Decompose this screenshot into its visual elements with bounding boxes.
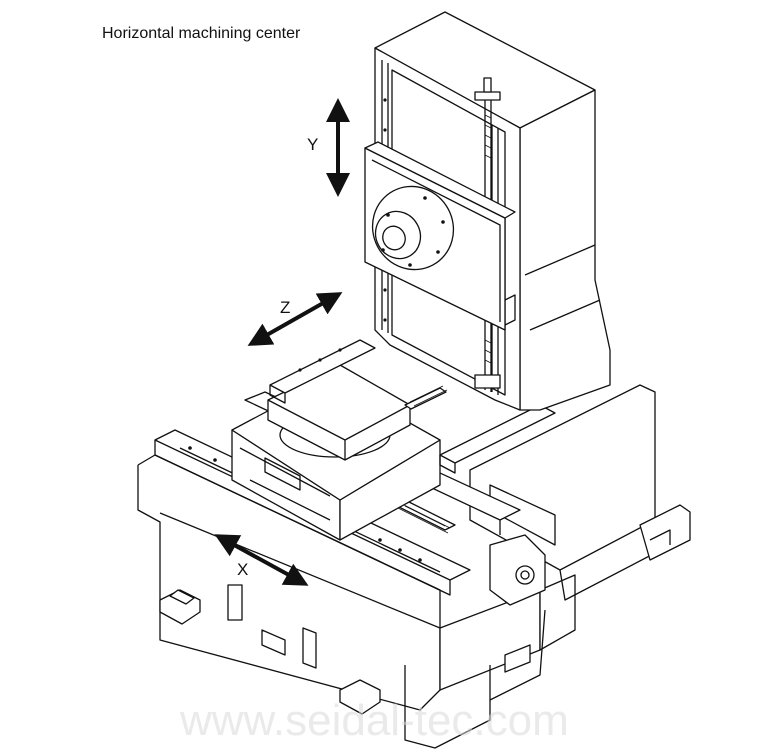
diagram-title: Horizontal machining center xyxy=(102,25,301,42)
y-axis-arrow: Y xyxy=(307,98,350,197)
watermark: www.seidal-tec.com xyxy=(179,696,569,745)
x-axis-arrow: X xyxy=(214,534,309,586)
rotary-table xyxy=(267,364,411,461)
z-axis-arrow: Z xyxy=(247,292,343,346)
x-axis-label: X xyxy=(237,560,248,579)
z-axis-label: Z xyxy=(280,298,290,317)
z-axis-rails xyxy=(269,339,556,474)
machine-base xyxy=(137,384,691,749)
y-axis-label: Y xyxy=(307,135,318,154)
double-arrow-icon xyxy=(247,292,343,346)
headstock xyxy=(364,141,516,331)
double-arrow-icon xyxy=(214,534,309,586)
